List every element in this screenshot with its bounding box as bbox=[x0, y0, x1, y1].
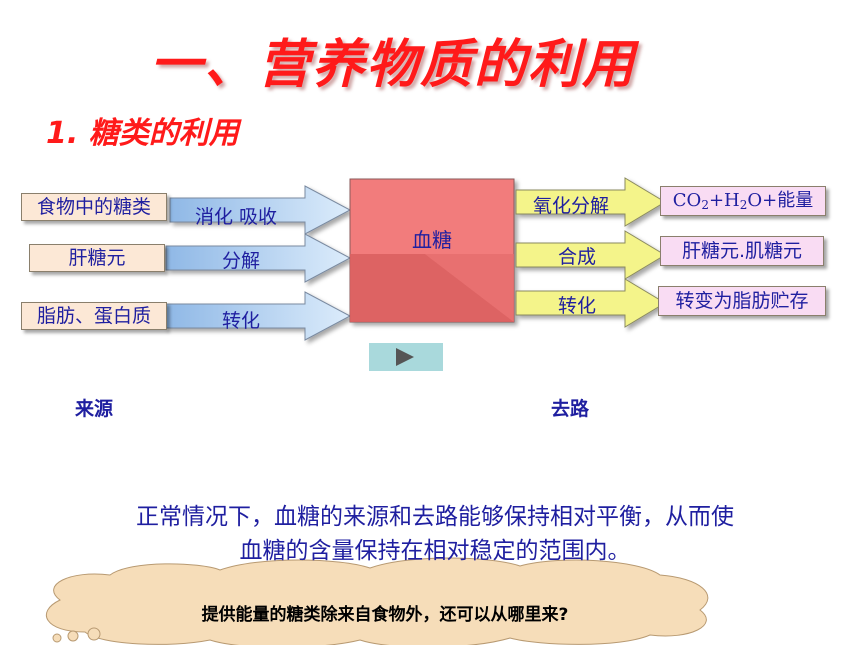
source-arrow-label-digest: 消化 吸收 bbox=[195, 206, 278, 228]
play-button[interactable] bbox=[369, 343, 443, 371]
destination-arrow-2 bbox=[515, 230, 666, 280]
cloud-tail-dot-large bbox=[87, 627, 101, 641]
source-box-food-sugar: 食物中的糖类 bbox=[21, 193, 167, 221]
destination-box-fat-storage: 转变为脂肪贮存 bbox=[658, 286, 826, 316]
destination-arrow-label-synthesize: 合成 bbox=[558, 246, 597, 268]
source-arrow-3 bbox=[165, 291, 352, 341]
destination-box-energy: CO2+H2O+能量 bbox=[660, 186, 826, 216]
center-box bbox=[349, 178, 515, 323]
source-column-label: 来源 bbox=[75, 398, 114, 420]
source-arrow-label-decompose: 分解 bbox=[222, 250, 261, 272]
source-arrow-label-convert: 转化 bbox=[222, 310, 261, 332]
source-box-liver-glycogen: 肝糖元 bbox=[29, 244, 165, 272]
destination-box-energy-sub1: 2 bbox=[701, 198, 709, 212]
destination-box-energy-sub2: 2 bbox=[739, 198, 748, 212]
destination-arrow-1 bbox=[515, 177, 666, 227]
destination-box-energy-part1: CO bbox=[672, 190, 702, 211]
blood-sugar-label: 血糖 bbox=[412, 228, 452, 252]
question-text: 提供能量的糖类除来自食物外，还可以从哪里来? bbox=[201, 605, 569, 625]
section-subtitle: 1. 糖类的利用 bbox=[46, 116, 239, 151]
play-icon bbox=[396, 348, 414, 366]
destination-box-energy-part3: O+能量 bbox=[747, 190, 814, 211]
explanation-line-1: 正常情况下，血糖的来源和去路能够保持相对平衡，从而使 bbox=[136, 504, 734, 530]
source-box-fat-protein: 脂肪、蛋白质 bbox=[21, 302, 167, 330]
source-arrow-1 bbox=[169, 185, 352, 235]
cloud-tail-dot-medium bbox=[67, 630, 79, 642]
destination-box-energy-part2: +H bbox=[708, 190, 740, 211]
destination-arrow-label-convert: 转化 bbox=[558, 295, 597, 317]
destination-column-label: 去路 bbox=[551, 398, 590, 420]
page-title: 一、营养物质的利用 bbox=[150, 35, 637, 95]
source-arrow-2 bbox=[165, 233, 352, 283]
cloud-tail-dot-small bbox=[52, 633, 62, 643]
explanation-line-2: 血糖的含量保持在相对稳定的范围内。 bbox=[239, 538, 631, 564]
destination-box-glycogen: 肝糖元.肌糖元 bbox=[660, 236, 824, 266]
destination-arrow-3 bbox=[515, 278, 666, 328]
question-cloud bbox=[45, 557, 709, 645]
destination-arrow-label-oxidize: 氧化分解 bbox=[533, 195, 610, 217]
